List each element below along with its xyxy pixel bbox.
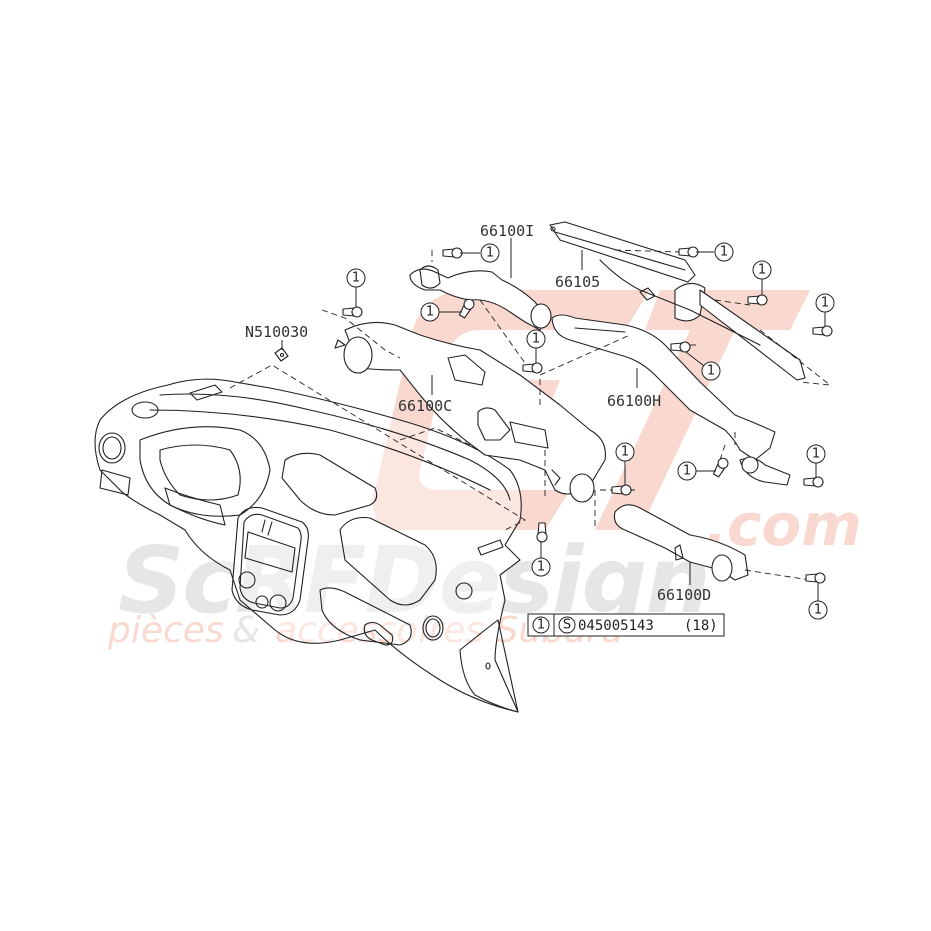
duct-66100i: 66100I [409,222,552,331]
callout-1: 1 [815,293,835,326]
screw-icon [670,341,691,353]
screw-icon [812,325,833,337]
svg-text:1: 1 [537,560,545,575]
svg-text:1: 1 [426,305,434,320]
legend-qty: (18) [684,618,718,634]
svg-text:1: 1 [720,245,728,260]
callout-1: 1 [346,268,366,307]
svg-text:1: 1 [352,271,360,286]
screw-icon [712,457,729,478]
clip-n510030: N510030 [245,323,308,362]
label-66105: 66105 [555,273,600,291]
svg-text:1: 1 [486,246,494,261]
duct-66100h: 66100H [551,314,791,486]
svg-text:1: 1 [814,603,822,618]
screw-icon [803,476,824,488]
screw-icon [442,247,463,259]
duct-66100c: 66100C [321,309,606,503]
label-n510030: N510030 [245,323,308,341]
screw-icon [458,298,475,319]
callout-1: 1 [806,444,826,477]
svg-text:1: 1 [821,296,829,311]
callout-1: 1 [420,302,462,322]
legend-box: 1 S 045005143 (18) [527,613,725,637]
instrument-panel [94,378,522,713]
label-66100i: 66100I [480,222,534,240]
screw-icon [536,522,548,543]
screw-icon [342,306,363,318]
svg-text:1: 1 [621,445,629,460]
screw-icon [611,484,632,496]
callout-1: 1 [531,541,551,577]
callout-1: 1 [696,242,734,262]
svg-text:1: 1 [758,263,766,278]
screw-icon [522,362,543,374]
watermark-tagline-amp: & [232,610,260,651]
callout-1: 1 [615,442,635,485]
label-66100c: 66100C [398,397,452,415]
duct-66100d: 66100D [613,504,811,604]
callout-1: 1 [677,461,716,481]
legend-ref: 1 [537,618,545,633]
callout-1: 1 [460,243,500,263]
callouts: 1 1 1 1 1 1 1 1 1 1 1 1 1 [346,242,835,620]
label-66100h: 66100H [607,392,661,410]
legend-part-number: 045005143 [578,618,654,634]
watermark-tagline-1: pièces [107,610,224,651]
callout-1: 1 [685,351,721,381]
svg-text:1: 1 [707,364,715,379]
svg-text:1: 1 [812,447,820,462]
screws [342,246,833,584]
label-66100d: 66100D [657,586,711,604]
svg-text:1: 1 [532,332,540,347]
legend-std-symbol: S [563,618,571,633]
guide-dashes [479,249,751,530]
screw-icon [805,572,826,584]
svg-text:1: 1 [683,464,691,479]
screw-icon [678,246,699,258]
assembly-guide-lines [229,364,526,531]
screw-icon [747,294,768,306]
callout-1: 1 [526,329,546,363]
callout-1: 1 [752,260,772,295]
callout-1: 1 [808,583,828,620]
panel-66105: 66105 [549,221,832,386]
